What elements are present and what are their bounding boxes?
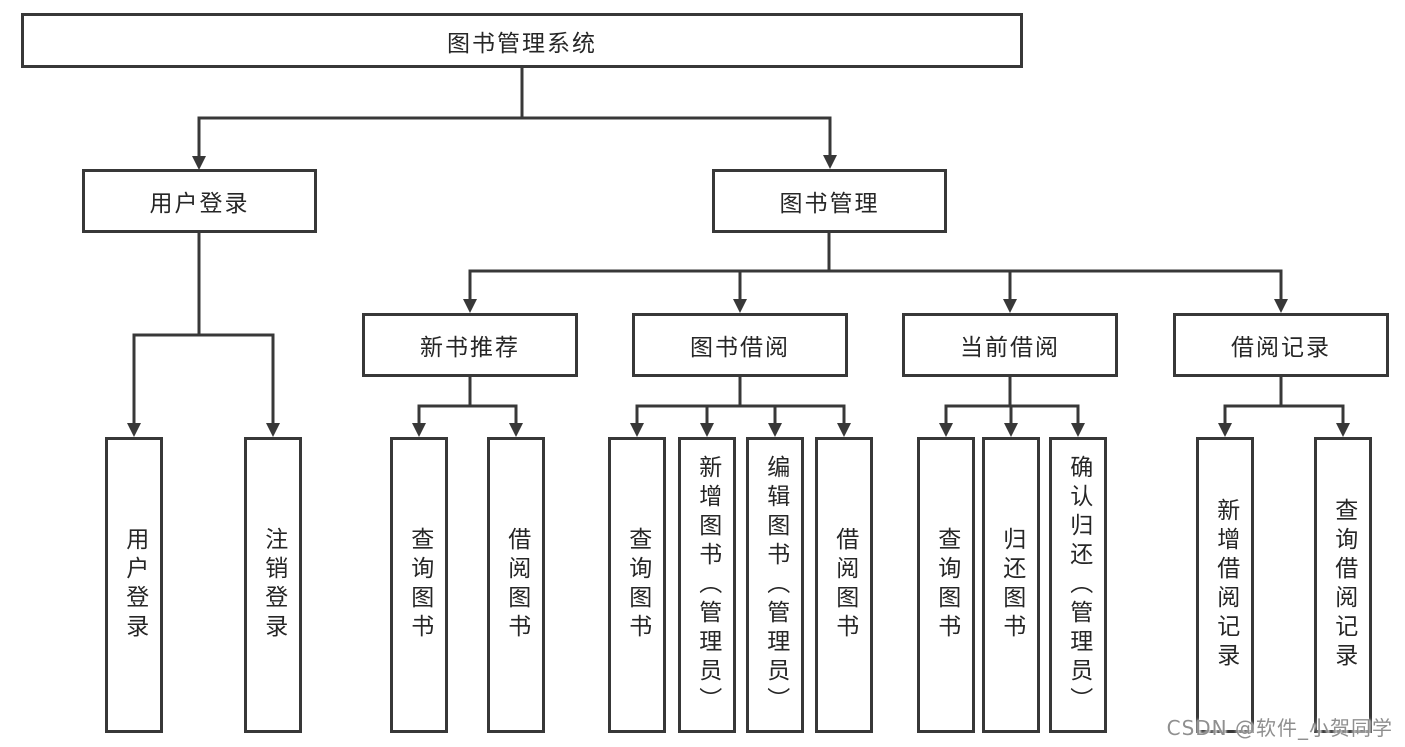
leaf-borrow-books-recommend: 借阅图书 (487, 437, 545, 733)
leaf-edit-book-admin: 编辑图书（管理员） (746, 437, 804, 733)
node-new-book-recommend: 新书推荐 (362, 313, 578, 377)
node-borrow-records: 借阅记录 (1173, 313, 1389, 377)
leaf-add-book-admin: 新增图书（管理员） (678, 437, 736, 733)
node-label: 图书管理 (779, 191, 880, 217)
leaf-query-books-borrow: 查询图书 (608, 437, 666, 733)
node-label: 借阅记录 (1231, 335, 1331, 361)
leaf-borrow-books: 借阅图书 (815, 437, 873, 733)
node-label: 用户登录 (149, 191, 250, 217)
leaf-label: 新增借阅记录 (1212, 498, 1239, 672)
leaf-label: 查询图书 (624, 527, 651, 643)
node-user-login: 用户登录 (82, 169, 317, 233)
node-label: 新书推荐 (420, 335, 520, 361)
leaf-user-login: 用户登录 (105, 437, 163, 733)
node-label: 图书借阅 (690, 335, 790, 361)
node-book-management: 图书管理 (712, 169, 947, 233)
leaf-query-books-recommend: 查询图书 (390, 437, 448, 733)
leaf-query-borrow-record: 查询借阅记录 (1314, 437, 1372, 733)
node-label: 当前借阅 (960, 335, 1060, 361)
leaf-label: 查询借阅记录 (1330, 498, 1357, 672)
leaf-logout: 注销登录 (244, 437, 302, 733)
leaf-label: 用户登录 (121, 527, 148, 643)
leaf-query-books-current: 查询图书 (917, 437, 975, 733)
leaf-label: 借阅图书 (831, 527, 858, 643)
leaf-label: 归还图书 (998, 527, 1025, 643)
leaf-label: 查询图书 (933, 527, 960, 643)
node-label: 图书管理系统 (447, 30, 597, 57)
leaf-label: 查询图书 (406, 527, 433, 643)
leaf-add-borrow-record: 新增借阅记录 (1196, 437, 1254, 733)
leaf-label: 确认归还（管理员） (1065, 454, 1092, 716)
node-book-borrow: 图书借阅 (632, 313, 848, 377)
leaf-label: 借阅图书 (503, 527, 530, 643)
node-root: 图书管理系统 (21, 13, 1023, 68)
leaf-label: 新增图书（管理员） (694, 454, 721, 716)
leaf-confirm-return-admin: 确认归还（管理员） (1049, 437, 1107, 733)
leaf-label: 注销登录 (260, 527, 287, 643)
leaf-label: 编辑图书（管理员） (762, 454, 789, 716)
leaf-return-book: 归还图书 (982, 437, 1040, 733)
node-current-borrow: 当前借阅 (902, 313, 1118, 377)
csdn-watermark: CSDN @软件_小贺同学 (1166, 716, 1393, 740)
